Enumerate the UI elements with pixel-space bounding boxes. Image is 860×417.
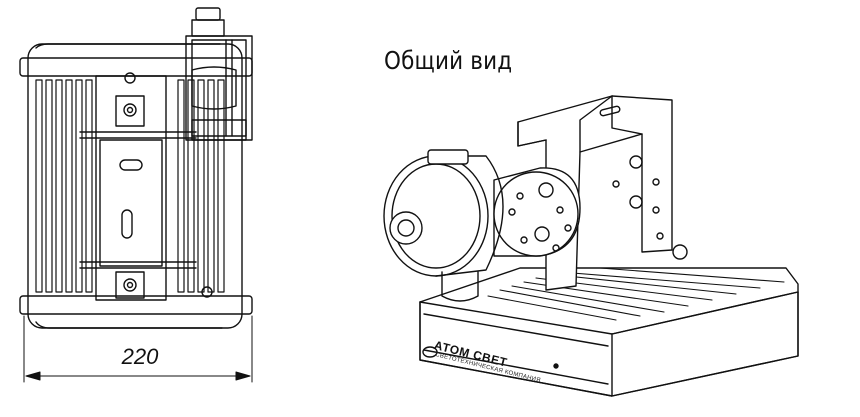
housing-top-edge <box>35 43 221 49</box>
rotation-disk <box>493 167 581 257</box>
bolt-icon <box>629 195 643 209</box>
isometric-junction-box <box>383 149 504 302</box>
ground-screw-icon <box>201 286 213 298</box>
bracket-plate-bottom <box>115 271 145 299</box>
ground-bolt-icon <box>672 244 688 260</box>
mounting-bracket <box>79 72 213 301</box>
cable-gland-icon <box>389 211 423 245</box>
bolt-icon <box>123 278 137 292</box>
bolt-icon <box>123 103 137 117</box>
heatsink-fins <box>35 79 225 293</box>
bolt-icon <box>538 182 554 198</box>
bracket-slot-top <box>119 159 143 171</box>
dimension-label: 220 <box>121 344 159 369</box>
bracket-plate-top <box>115 95 145 127</box>
width-dimension <box>23 315 253 383</box>
bottom-cap <box>19 295 253 315</box>
bracket-slot-bottom <box>121 209 133 239</box>
luminaire-body <box>419 267 799 397</box>
orthographic-view <box>19 7 253 383</box>
housing-bottom-edge <box>35 321 223 329</box>
bolt-icon <box>534 226 550 242</box>
housing-outline <box>27 43 243 329</box>
bolt-icon <box>629 155 643 169</box>
view-title: Общий вид <box>384 46 513 75</box>
isometric-view <box>383 95 799 397</box>
bolt-icon <box>124 72 136 84</box>
junction-box <box>185 7 253 141</box>
brand-logo-icon <box>422 346 438 358</box>
